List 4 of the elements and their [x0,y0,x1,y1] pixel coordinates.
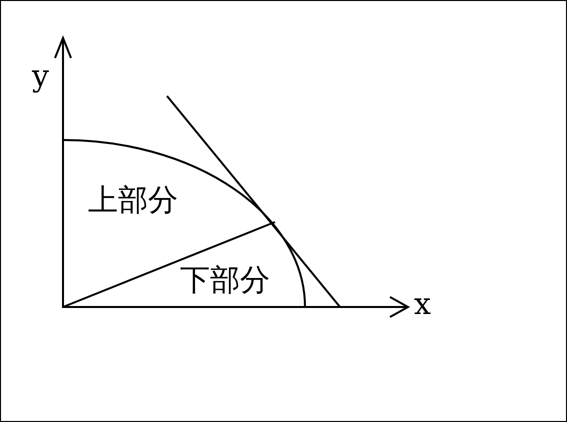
region-label: 下部分 [180,266,270,296]
axis-label: x [414,290,431,320]
axis-label: y [32,62,49,92]
region-label: 上部分 [88,186,178,216]
